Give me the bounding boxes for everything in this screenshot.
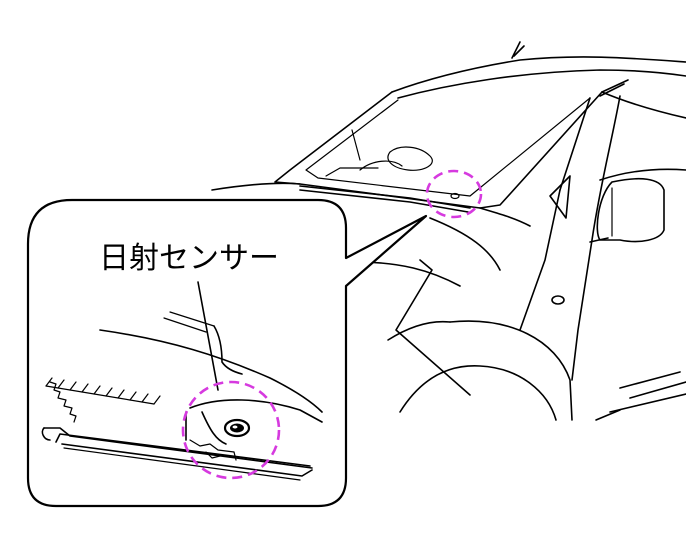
callout-box <box>26 198 428 508</box>
sensor-icon <box>223 418 251 438</box>
detail-illustration <box>41 311 323 481</box>
sensor-highlight-detail <box>181 380 281 480</box>
leader-line <box>197 281 219 391</box>
car-illustration <box>211 41 686 421</box>
vent-slats <box>45 377 161 405</box>
sensor-highlight-car <box>425 169 483 219</box>
sensor-label: 日射センサー <box>99 241 279 276</box>
